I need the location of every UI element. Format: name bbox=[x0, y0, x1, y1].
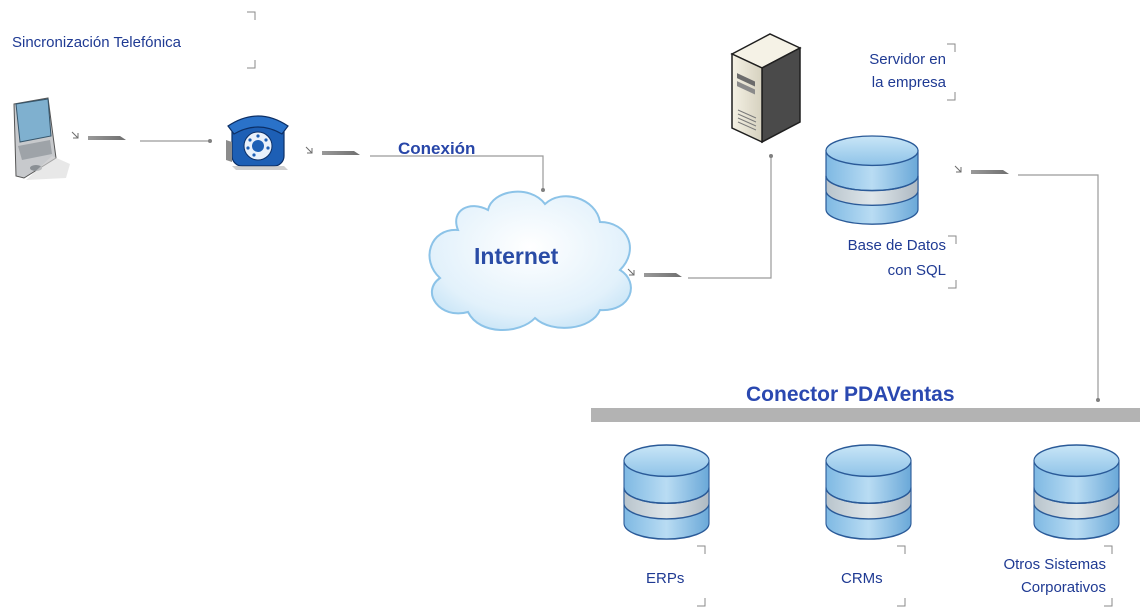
servidor-label-line2: la empresa bbox=[871, 74, 946, 91]
servidor-label: Servidor en la empresa bbox=[820, 50, 946, 92]
bracket-decor bbox=[246, 11, 1113, 607]
base-datos-line2: con SQL bbox=[887, 262, 946, 279]
erps-label: ERPs bbox=[646, 570, 685, 587]
conexion-label: Conexión bbox=[398, 139, 476, 158]
servidor-label-line1: Servidor en bbox=[869, 51, 946, 68]
otros-line1: Otros Sistemas bbox=[1003, 556, 1106, 573]
pda-icon bbox=[13, 97, 70, 180]
database-icon bbox=[1033, 444, 1120, 540]
cloud-icon bbox=[428, 190, 632, 331]
database-icon bbox=[825, 135, 919, 225]
database-icon bbox=[623, 444, 710, 540]
otros-label: Otros Sistemas Corporativos bbox=[960, 555, 1106, 597]
telephone-icon bbox=[226, 115, 289, 170]
server-icon bbox=[730, 33, 802, 144]
connector-bus bbox=[591, 408, 1140, 422]
base-datos-label: Base de Datos con SQL bbox=[800, 236, 946, 280]
flow-arrow bbox=[954, 165, 1010, 175]
connection-dots bbox=[208, 139, 1100, 402]
flow-arrow bbox=[627, 268, 683, 278]
flow-arrow bbox=[71, 131, 127, 141]
flow-arrow bbox=[305, 146, 361, 156]
sync-label: Sincronización Telefónica bbox=[12, 34, 181, 51]
database-icon bbox=[825, 444, 912, 540]
otros-line2: Corporativos bbox=[1020, 579, 1106, 596]
conector-title: Conector PDAVentas bbox=[746, 383, 955, 406]
crms-label: CRMs bbox=[841, 570, 883, 587]
connection-lines bbox=[140, 140, 1099, 400]
base-datos-line1: Base de Datos bbox=[847, 237, 946, 254]
internet-label: Internet bbox=[474, 243, 559, 269]
